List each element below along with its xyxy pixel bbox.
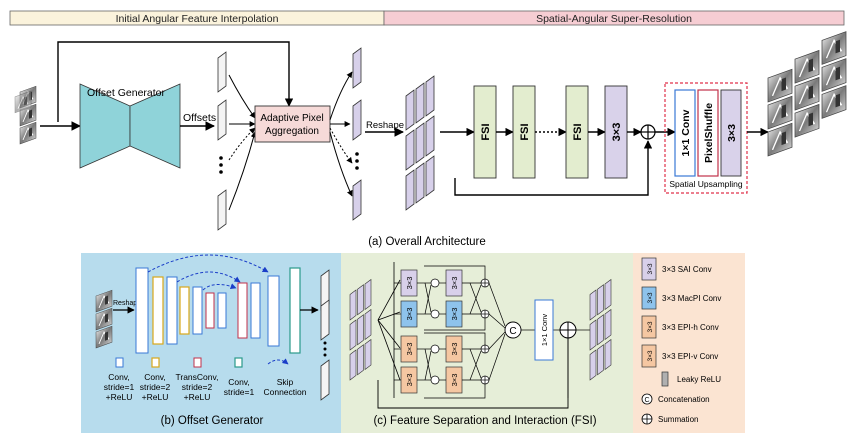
header-right-box [383, 10, 845, 26]
legend-panel: 3×3 3×3 SAI Conv 3×3 3×3 MacPI Conv 3×3 … [633, 253, 745, 433]
caption-offset-generator: (b) Offset Generator [161, 415, 264, 427]
svg-text:1×1 Conv: 1×1 Conv [680, 109, 692, 156]
svg-text:C: C [644, 397, 649, 404]
svg-text:stride=1: stride=1 [224, 387, 255, 397]
svg-text:Skip: Skip [277, 377, 294, 387]
svg-text:FSI: FSI [480, 123, 492, 140]
skip-arc-outer [147, 254, 269, 273]
interpolated-feature-sheets [352, 47, 362, 221]
svg-text:+ReLU: +ReLU [142, 392, 169, 402]
output-light-field [767, 30, 847, 157]
svg-text:FSI: FSI [572, 123, 584, 140]
spatial-upsampling-box [664, 82, 748, 194]
svg-text:3×3: 3×3 [405, 374, 414, 387]
header-right-title: Spatial-Angular Super-Resolution [536, 13, 692, 25]
svg-text:TransConv,: TransConv, [176, 372, 219, 382]
fsi-conv1x1 [534, 299, 554, 361]
svg-text:PixelShuffle: PixelShuffle [703, 103, 715, 163]
panel-b-reshape: Reshape [113, 300, 141, 307]
offset-sheets [217, 51, 227, 231]
reshape-label: Reshape [366, 120, 404, 131]
offsets-label: Offsets [183, 112, 216, 124]
legend-epiv: 3×3 EPI-v Conv [662, 352, 718, 361]
macpi-feature-grid [405, 75, 435, 211]
svg-text:3×3: 3×3 [405, 343, 414, 356]
panel-b-input-lf [95, 289, 113, 349]
svg-text:3×3: 3×3 [647, 321, 654, 332]
caption-overall: (a) Overall Architecture [368, 236, 486, 248]
skip-line-top [57, 41, 294, 122]
svg-text:3×3: 3×3 [647, 350, 654, 361]
input-light-field [14, 85, 37, 145]
svg-text:stride=2: stride=2 [140, 382, 171, 392]
panel-b-legend: Conv, stride=1 +ReLU Conv, stride=2 +ReL… [104, 357, 307, 402]
fsi-input-sheets [349, 279, 372, 381]
fsi-panel: 3×3 3×3 3×3 3×3 3×3 3×3 3×3 3×3 [341, 253, 633, 433]
svg-text:3×3: 3×3 [647, 292, 654, 303]
legend-sai: 3×3 SAI Conv [662, 265, 712, 274]
svg-text:Conv,: Conv, [228, 377, 250, 387]
svg-text:FSI: FSI [519, 123, 531, 140]
offset-generator-label: Offset Generator [87, 87, 166, 99]
svg-text:3×3: 3×3 [611, 123, 623, 142]
fsi-sum-nodes [480, 278, 490, 385]
legend-concat: Concatenation [658, 395, 710, 404]
residual-connection [454, 140, 653, 196]
adaptive-label-line2: Aggregation [265, 126, 319, 137]
legend-bg [633, 253, 745, 433]
svg-text:stride=1: stride=1 [104, 382, 135, 392]
svg-text:3×3: 3×3 [450, 308, 459, 321]
fsi-residual-sum [559, 321, 577, 339]
upsample-conv3x3-block [720, 89, 742, 177]
svg-text:1×1 Conv: 1×1 Conv [540, 314, 549, 347]
adaptive-label-line1: Adaptive Pixel [260, 113, 323, 124]
caption-fsi: (c) Feature Separation and Interaction (… [373, 415, 596, 427]
fsi-concat-node [504, 321, 522, 339]
svg-text:3×3: 3×3 [450, 277, 459, 290]
svg-text:3×3: 3×3 [647, 263, 654, 274]
panel-b-bg [81, 253, 341, 433]
svg-text:Conv,: Conv, [144, 372, 166, 382]
svg-text:3×3: 3×3 [450, 374, 459, 387]
svg-text:+ReLU: +ReLU [184, 392, 211, 402]
header-left-title: Initial Angular Feature Interpolation [116, 13, 279, 25]
spatial-upsampling-label: Spatial Upsampling [669, 179, 743, 189]
svg-text:Conv,: Conv, [108, 372, 130, 382]
svg-text:+ReLU: +ReLU [106, 392, 133, 402]
svg-text:3×3: 3×3 [726, 124, 738, 142]
svg-text:3×3: 3×3 [450, 343, 459, 356]
svg-text:3×3: 3×3 [405, 277, 414, 290]
pixelshuffle-block [697, 89, 719, 177]
legend-macpi: 3×3 MacPI Conv [662, 294, 721, 303]
svg-text:Connection: Connection [263, 387, 306, 397]
svg-text:3×3: 3×3 [405, 308, 414, 321]
panel-b-offset-sheets [320, 269, 330, 401]
offset-generator-panel: Reshape Conv [81, 253, 341, 433]
summation-node [640, 124, 656, 140]
skip-arc-middle [176, 271, 241, 283]
legend-epih: 3×3 EPI-h Conv [662, 323, 719, 332]
conv1x1-block [674, 89, 696, 177]
legend-relu: Leaky ReLU [677, 375, 721, 384]
skip-arc-inner [202, 283, 237, 291]
adaptive-pixel-aggregation-block [254, 105, 331, 143]
header-bar: Initial Angular Feature Interpolation Sp… [9, 10, 845, 26]
legend-sum: Summation [658, 415, 698, 424]
unet-layers [135, 267, 301, 354]
fsi-output-sheets [589, 279, 612, 381]
svg-text:C: C [509, 326, 516, 337]
overall-architecture: Offset Generator Offsets Adaptive Pixel … [14, 30, 847, 248]
svg-text:stride=2: stride=2 [182, 382, 213, 392]
